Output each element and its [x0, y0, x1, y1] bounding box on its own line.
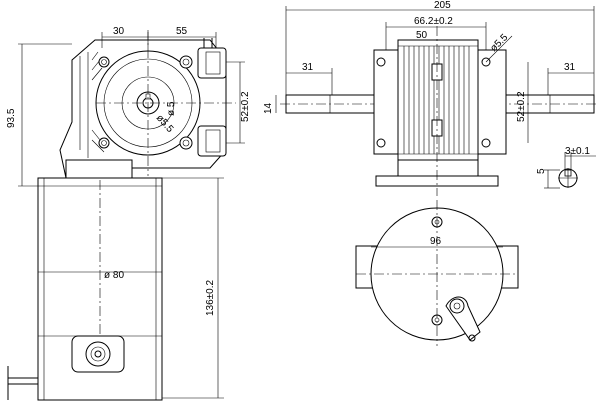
dim-front-gear-width: 30	[113, 26, 125, 37]
dim-front-height: 93.5	[6, 108, 17, 128]
side-neck	[397, 159, 479, 177]
front-view	[7, 30, 236, 401]
dim-motor-dia: ø 80	[104, 270, 124, 281]
bottom-screw-top	[431, 216, 443, 228]
dim-side-height: 52±0.2	[516, 91, 527, 122]
bottom-screw-bottom	[431, 314, 443, 326]
dim-side-shaft-right: 31	[564, 62, 576, 73]
mount-bosses	[98, 47, 227, 157]
side-view	[280, 26, 598, 196]
dim-motor-length: 136±0.2	[205, 279, 216, 316]
dim-key-depth: 5	[536, 168, 547, 174]
dim-side-shaft-left: 31	[302, 62, 314, 73]
dim-front-flange-height: 52±0.2	[240, 91, 251, 122]
lead-wire	[7, 366, 38, 400]
dim-side-total-width: 205	[434, 0, 451, 11]
dim-shaft-dia: 14	[263, 102, 274, 114]
side-housing	[397, 39, 479, 161]
key-detail: 3±0.1 5	[536, 146, 596, 189]
flange-ribs	[91, 51, 105, 153]
cooling-fins	[398, 45, 478, 155]
dim-side-body-width: 50	[416, 30, 428, 41]
terminal-nut	[90, 346, 106, 362]
dim-pitch: ø 5	[166, 101, 177, 116]
dim-side-mount-span: 66.2±0.2	[414, 16, 453, 27]
dim-bottom-dia: 96	[430, 236, 442, 247]
bottom-view: 96	[355, 200, 519, 346]
terminal-ring	[85, 341, 111, 367]
side-ear-right	[475, 49, 507, 155]
dim-front-gear-offset: 55	[176, 26, 188, 37]
slot-marks	[203, 38, 213, 48]
dim-key-width: 3±0.1	[565, 146, 590, 157]
gearbox-neck	[65, 159, 133, 179]
